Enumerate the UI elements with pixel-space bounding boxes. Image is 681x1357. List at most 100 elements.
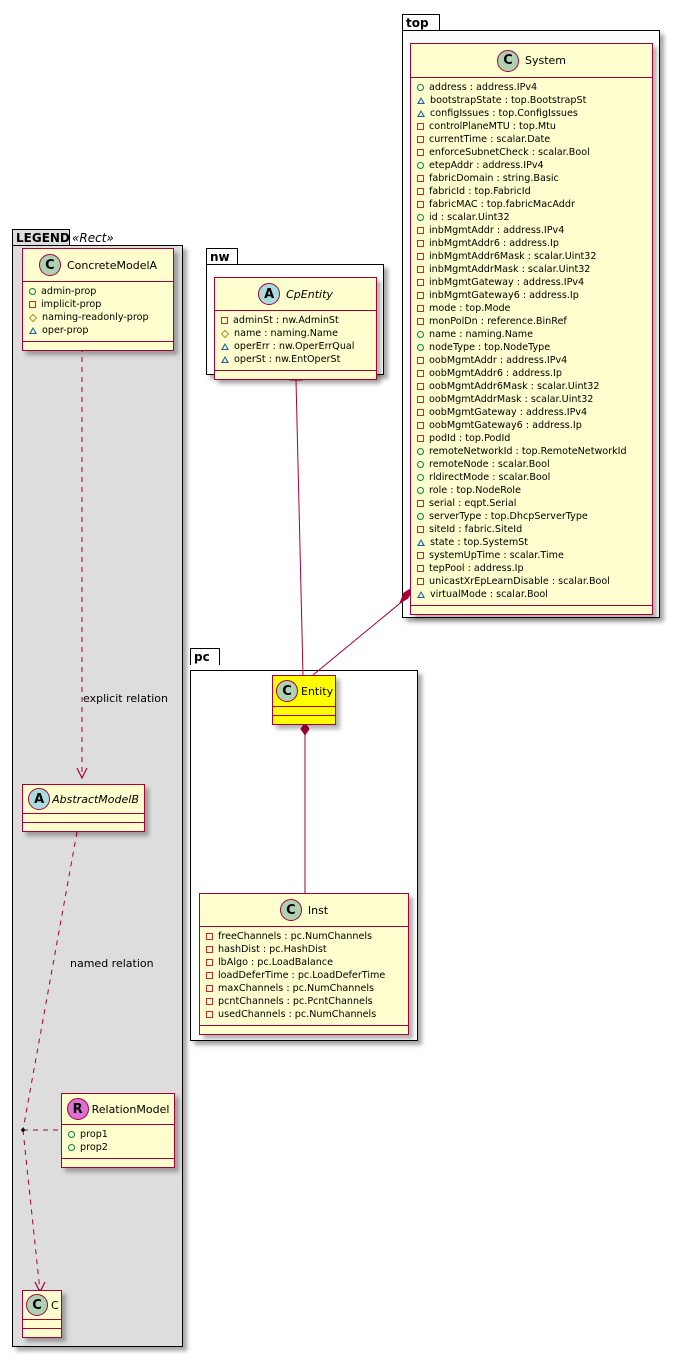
attribute-text: oobMgmtGateway6 : address.Ip: [429, 420, 582, 431]
attribute-row: controlPlaneMTU : top.Mtu: [417, 120, 646, 133]
attribute-list: [273, 707, 335, 716]
method-list: [62, 1159, 174, 1167]
private-visibility-icon: [417, 500, 424, 507]
package-visibility-icon: [221, 343, 229, 350]
private-visibility-icon: [417, 266, 424, 273]
system-entity-composition-line: [312, 594, 411, 676]
attribute-text: monPolDn : reference.BinRef: [429, 316, 567, 327]
entity-composition-diamond: [300, 722, 310, 736]
private-visibility-icon: [417, 383, 424, 390]
class-abstract-model-b[interactable]: A AbstractModelB: [22, 784, 145, 832]
attribute-text: serverType : top.DhcpServerType: [429, 511, 588, 522]
private-visibility-icon: [417, 175, 424, 182]
public-visibility-icon: [417, 214, 424, 221]
method-list: [273, 716, 335, 724]
attribute-text: oper-prop: [42, 325, 89, 336]
attribute-row: id : scalar.Uint32: [417, 211, 646, 224]
private-visibility-icon: [417, 435, 424, 442]
attribute-row: inbMgmtAddr : address.IPv4: [417, 224, 646, 237]
attribute-text: hashDist : pc.HashDist: [218, 944, 327, 955]
attribute-list: [23, 1320, 61, 1329]
attribute-row: virtualMode : scalar.Bool: [417, 588, 646, 601]
public-visibility-icon: [417, 487, 424, 494]
package-top: [402, 30, 660, 618]
legend-stereotype: «Rect»: [72, 231, 114, 245]
class-name: Entity: [301, 684, 334, 698]
attribute-row: adminSt : nw.AdminSt: [221, 314, 370, 327]
public-visibility-icon: [417, 474, 424, 481]
attribute-row: hashDist : pc.HashDist: [206, 943, 402, 956]
class-badge-icon: C: [496, 49, 519, 72]
package-visibility-icon: [417, 591, 425, 598]
private-visibility-icon: [417, 357, 424, 364]
public-visibility-icon: [417, 331, 424, 338]
package-pc: [190, 670, 418, 1041]
attribute-row: oobMgmtGateway6 : address.Ip: [417, 419, 646, 432]
private-visibility-icon: [417, 279, 424, 286]
private-visibility-icon: [417, 253, 424, 260]
class-name: Inst: [307, 903, 329, 917]
attribute-row: state : top.SystemSt: [417, 536, 646, 549]
private-visibility-icon: [206, 1011, 213, 1018]
attribute-row: remoteNetworkId : top.RemoteNetworkId: [417, 445, 646, 458]
private-visibility-icon: [417, 526, 424, 533]
attribute-row: lbAlgo : pc.LoadBalance: [206, 956, 402, 969]
class-name: System: [524, 54, 567, 67]
private-visibility-icon: [221, 317, 228, 324]
attribute-text: adminSt : nw.AdminSt: [233, 315, 339, 326]
method-list: [215, 371, 376, 379]
protected-visibility-icon: [28, 313, 38, 322]
public-visibility-icon: [29, 288, 36, 295]
attribute-row: unicastXrEpLearnDisable : scalar.Bool: [417, 575, 646, 588]
attribute-row: rldirectMode : scalar.Bool: [417, 471, 646, 484]
attribute-text: inbMgmtGateway6 : address.Ip: [429, 290, 579, 301]
class-entity[interactable]: C Entity: [272, 675, 336, 725]
private-visibility-icon: [417, 305, 424, 312]
attribute-text: name : naming.Name: [234, 328, 339, 339]
attribute-row: inbMgmtAddr6Mask : scalar.Uint32: [417, 250, 646, 263]
attribute-row: loadDeferTime : pc.LoadDeferTime: [206, 969, 402, 982]
attribute-row: inbMgmtGateway6 : address.Ip: [417, 289, 646, 302]
attribute-row: tepPool : address.Ip: [417, 562, 646, 575]
class-c[interactable]: C C: [22, 1290, 62, 1338]
attribute-row: serverType : top.DhcpServerType: [417, 510, 646, 523]
relation-junction-dot: [21, 1128, 25, 1132]
attribute-text: podId : top.PodId: [429, 433, 511, 444]
attribute-row: oobMgmtAddr : address.IPv4: [417, 354, 646, 367]
class-badge-icon: C: [38, 254, 61, 276]
method-list: [200, 1026, 408, 1034]
attribute-row: pcntChannels : pc.PcntChannels: [206, 995, 402, 1008]
class-name: AbstractModelB: [52, 792, 139, 806]
named-relation-label: named relation: [70, 957, 154, 970]
attribute-text: state : top.SystemSt: [430, 537, 529, 548]
attribute-text: name : naming.Name: [429, 329, 534, 340]
attribute-row: inbMgmtGateway : address.IPv4: [417, 276, 646, 289]
package-name: nw: [210, 250, 230, 264]
public-visibility-icon: [417, 84, 424, 91]
private-visibility-icon: [417, 149, 424, 156]
private-visibility-icon: [417, 396, 424, 403]
class-name: C: [51, 1298, 59, 1312]
attribute-row: admin-prop: [29, 285, 167, 298]
attribute-row: naming-readonly-prop: [28, 311, 167, 324]
attribute-row: oobMgmtAddr6Mask : scalar.Uint32: [417, 380, 646, 393]
attribute-text: loadDeferTime : pc.LoadDeferTime: [218, 970, 386, 981]
private-visibility-icon: [206, 933, 213, 940]
private-visibility-icon: [417, 409, 424, 416]
attribute-row: configIssues : top.ConfigIssues: [417, 107, 646, 120]
private-visibility-icon: [417, 227, 424, 234]
private-visibility-icon: [206, 946, 213, 953]
attribute-row: siteId : fabric.SiteId: [417, 523, 646, 536]
attribute-row: operErr : nw.OperErrQual: [221, 340, 370, 353]
class-name: ConcreteModelA: [66, 258, 158, 272]
attribute-row: podId : top.PodId: [417, 432, 646, 445]
